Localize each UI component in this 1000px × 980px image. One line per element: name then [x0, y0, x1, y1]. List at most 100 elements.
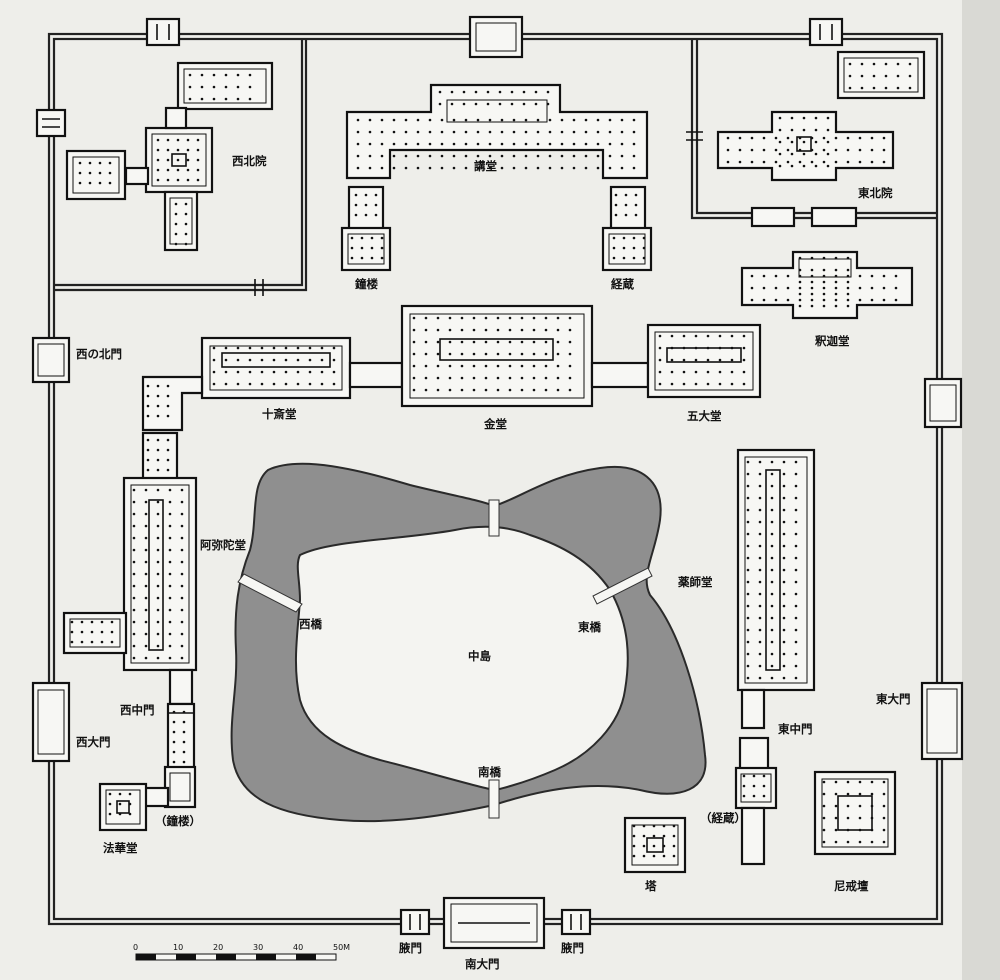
pillar-dot	[156, 168, 160, 172]
north-bridge[interactable]	[488, 499, 500, 537]
bell-tower[interactable]	[340, 226, 392, 272]
tohokuin-main-hall[interactable]	[716, 110, 895, 182]
pillar-dot	[790, 152, 794, 156]
tohokuin-gate[interactable]	[686, 131, 703, 141]
pillar-dot	[794, 580, 798, 584]
pillar-dot	[354, 193, 358, 197]
pillar-dot	[810, 274, 814, 278]
seihokuin-gate[interactable]	[254, 279, 264, 296]
pillar-dot	[156, 656, 160, 660]
hokke-hall[interactable]	[98, 782, 148, 832]
nun-ordination-platform[interactable]	[813, 770, 897, 856]
pillar-dot	[144, 488, 148, 492]
pillar-dot	[132, 560, 136, 564]
pillar-dot	[472, 376, 476, 380]
pillar-dot	[172, 730, 176, 734]
west-middle-gate[interactable]	[166, 702, 196, 770]
tohokuin-north-hall[interactable]	[836, 50, 926, 100]
seihokuin-north-hall[interactable]	[176, 61, 274, 111]
pillar-dot	[172, 720, 176, 724]
pillar-dot	[472, 388, 476, 392]
pillar-dot	[726, 148, 730, 152]
shaka-hall[interactable]	[740, 250, 914, 320]
pillar-dot	[774, 160, 778, 164]
east-great-gate[interactable]	[920, 681, 964, 761]
pillar-dot	[758, 496, 762, 500]
pillar-dot	[532, 340, 536, 344]
pillar-dot	[212, 346, 216, 350]
pillar-dot	[746, 508, 750, 512]
west-north-gate[interactable]	[31, 336, 71, 384]
pillar-dot	[608, 154, 612, 158]
jusai-hall[interactable]	[200, 336, 352, 400]
pillar-dot	[98, 161, 102, 165]
south-bridge[interactable]	[488, 779, 500, 819]
pillar-dot	[770, 580, 774, 584]
pillar-dot	[534, 102, 538, 106]
yakushi-hall[interactable]	[736, 448, 816, 692]
pillar-dot	[180, 632, 184, 636]
pillar-dot	[108, 802, 112, 806]
sutra-repository[interactable]	[601, 226, 653, 272]
pillar-dot	[128, 792, 132, 796]
east-sutra-repository[interactable]	[734, 766, 778, 810]
golden-hall[interactable]	[400, 304, 594, 408]
pillar-dot	[790, 116, 794, 120]
pillar-dot	[296, 358, 300, 362]
pillar-dot	[110, 640, 114, 644]
pillar-dot	[758, 556, 762, 560]
west-bridge[interactable]	[237, 573, 303, 613]
pillar-dot	[436, 340, 440, 344]
pillar-dot	[156, 608, 160, 612]
pillar-dot	[156, 524, 160, 528]
pillar-dot	[752, 774, 756, 778]
pillar-dot	[822, 256, 826, 260]
amida-west-annex[interactable]	[62, 611, 128, 655]
pillar-dot	[572, 118, 576, 122]
pillar-dot	[440, 166, 444, 170]
pillar-dot	[632, 854, 636, 858]
east-wing-gate[interactable]	[560, 908, 592, 936]
pagoda[interactable]	[623, 816, 687, 874]
pillar-dot	[882, 828, 886, 832]
pillar-dot	[770, 532, 774, 536]
northwest-side-gate[interactable]	[35, 108, 67, 138]
pillar-dot	[742, 774, 746, 778]
pillar-dot	[568, 316, 572, 320]
south-great-gate[interactable]	[442, 896, 546, 950]
pillar-dot	[168, 548, 172, 552]
west-great-gate[interactable]	[31, 681, 71, 763]
pillar-dot	[496, 352, 500, 356]
pillar-dot	[460, 364, 464, 368]
godai-hall[interactable]	[646, 323, 762, 399]
north-gate-west[interactable]	[145, 17, 181, 47]
pillar-dot	[752, 794, 756, 798]
pillar-dot	[846, 274, 850, 278]
pillar-dot	[774, 298, 778, 302]
north-gate-center[interactable]	[468, 15, 524, 59]
pillar-dot	[846, 804, 850, 808]
west-bell-tower[interactable]	[163, 765, 197, 809]
pillar-dot	[332, 370, 336, 374]
seihokuin-south-hall[interactable]	[163, 190, 199, 252]
east-side-gate[interactable]	[923, 377, 963, 429]
pillar-dot	[860, 86, 864, 90]
seihokuin-west-hall[interactable]	[65, 149, 127, 201]
east-middle-gate[interactable]	[738, 736, 770, 772]
pillar-dot	[848, 74, 852, 78]
east-bridge[interactable]	[592, 567, 653, 605]
pillar-dot	[846, 286, 850, 290]
pillar-dot	[560, 130, 564, 134]
pillar-dot	[520, 364, 524, 368]
north-gate-east[interactable]	[808, 17, 844, 47]
pillar-dot	[834, 816, 838, 820]
pillar-dot	[144, 620, 148, 624]
pillar-dot	[584, 142, 588, 146]
west-wing-gate[interactable]	[399, 908, 431, 936]
amida-hall[interactable]	[122, 476, 198, 672]
pillar-dot	[428, 154, 432, 158]
pillar-dot	[560, 154, 564, 158]
lecture-hall[interactable]	[345, 83, 649, 180]
pillar-dot	[284, 346, 288, 350]
jusai-west-corridor	[141, 375, 204, 432]
